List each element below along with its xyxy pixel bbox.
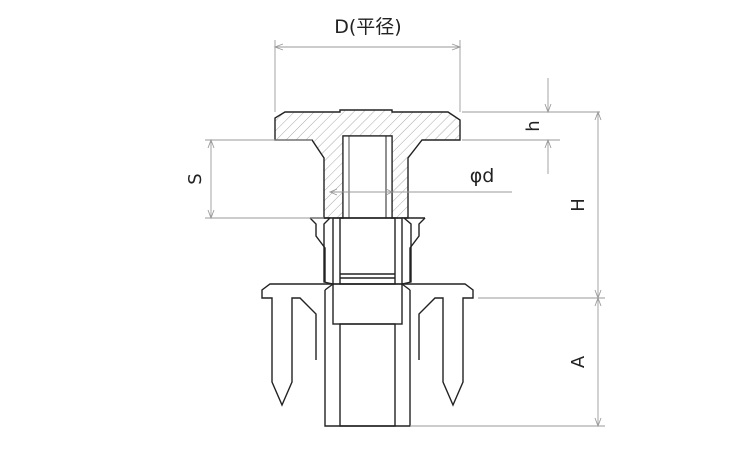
label-diameter: D(平径) <box>334 16 401 38</box>
label-depth-S: S <box>185 173 206 184</box>
label-shaft-d: φd <box>470 165 495 187</box>
label-height-h: h <box>523 120 544 131</box>
housing <box>261 217 474 427</box>
dimension-lines <box>205 40 605 428</box>
label-height-H: H <box>568 198 589 212</box>
label-length-A: A <box>568 355 589 368</box>
cap-bore <box>342 135 393 219</box>
